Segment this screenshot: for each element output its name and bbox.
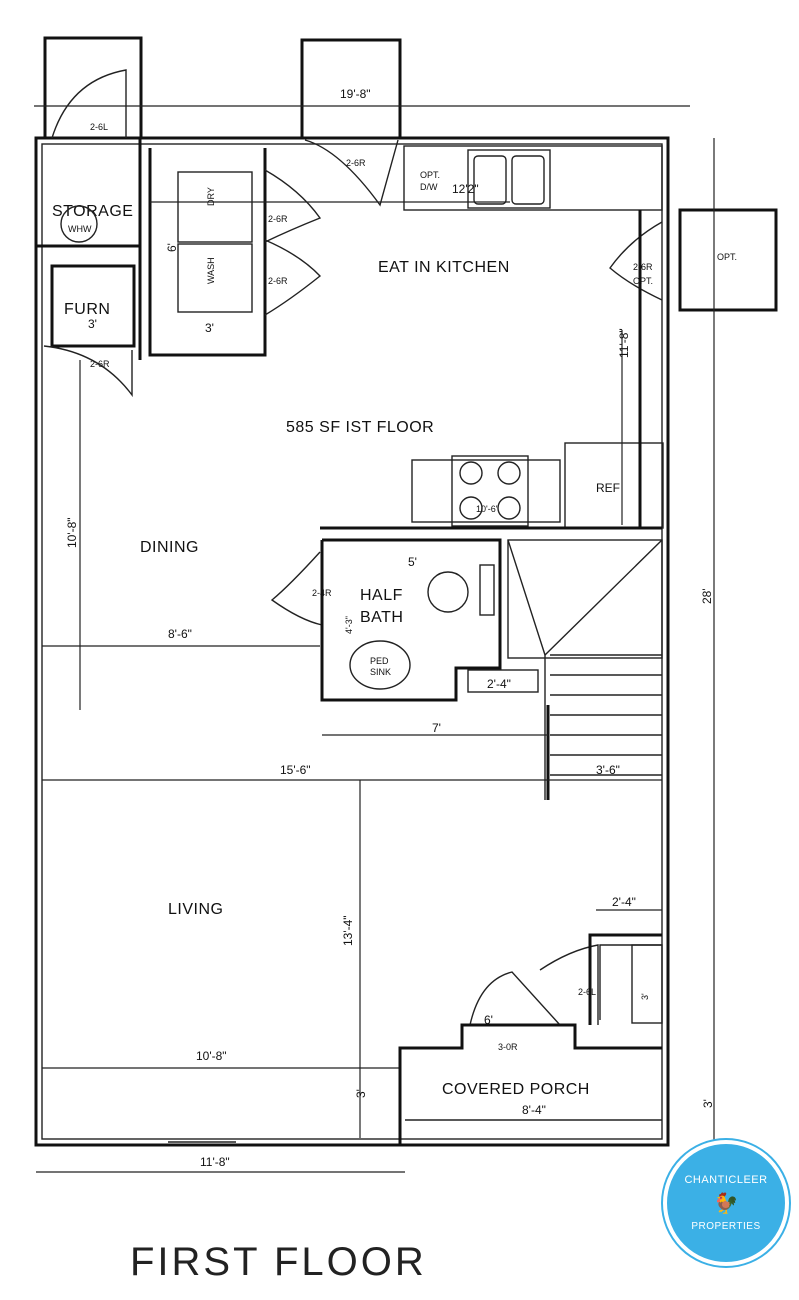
dim-laundry-w: 3': [205, 321, 214, 335]
door-label-2-6r-c: 2-6R: [90, 359, 110, 369]
porch-and-closet: [168, 933, 663, 1145]
dim-living-w: 10'-8": [196, 1049, 227, 1063]
room-label-ref: REF: [596, 481, 620, 495]
logo-line2: PROPERTIES: [691, 1221, 761, 1232]
dim-range: 10'-6": [476, 504, 499, 514]
exterior-walls: [34, 136, 670, 1147]
dim-closet-h: 3': [640, 993, 650, 1000]
door-label-2-6r-a: 2-6R: [268, 214, 288, 224]
room-label-dining: DINING: [140, 539, 199, 556]
dim-hall: 7': [432, 721, 441, 735]
room-label-furn: FURN: [64, 301, 110, 318]
half-bath-label-2: BATH: [360, 609, 403, 626]
door-label-2-6r-opt: 2-6R: [633, 262, 653, 272]
water-heater-icon: [60, 205, 98, 243]
dim-living-h: 13'-4": [341, 915, 355, 946]
dim-kitchen-counter: 12'2": [452, 182, 479, 196]
dim-full-width: 15'-6": [280, 763, 311, 777]
half-bath-label-1: HALF: [360, 587, 403, 604]
dim-porch-w: 8'-4": [522, 1103, 546, 1117]
door-label-2-6r-top: 2-6R: [346, 158, 366, 168]
washer-label: WASH: [206, 257, 216, 284]
door-label-3-0r: 3-0R: [498, 1042, 518, 1052]
room-label-porch: COVERED PORCH: [442, 1081, 590, 1098]
dim-bath-h: 4'-3": [344, 616, 354, 634]
dw-label: D/W: [420, 182, 438, 192]
rooster-icon: 🐓: [713, 1193, 739, 1215]
dim-kitchen-depth: 11'-8": [617, 328, 631, 358]
dim-dining-w: 8'-6": [168, 627, 192, 641]
page-title: FIRST FLOOR: [130, 1240, 427, 1284]
range-and-fridge: [411, 210, 664, 529]
dim-dining-h: 10'-8": [65, 517, 79, 548]
dim-bath-w: 5': [408, 555, 417, 569]
kitchen-counters: [150, 145, 663, 211]
door-swings: [43, 69, 663, 1026]
door-label-opt: OPT.: [633, 276, 653, 286]
ped-sink-label-2: SINK: [370, 667, 391, 677]
logo-line1: CHANTICLEER: [684, 1174, 768, 1186]
interior-walls-north: [36, 138, 267, 360]
dim-porch-opening: 6': [484, 1013, 493, 1027]
dw-label-opt: OPT.: [420, 170, 440, 180]
door-label-2-6r-b: 2-6R: [268, 276, 288, 286]
dim-closet-w: 2'-4": [612, 895, 636, 909]
dim-overall-depth: 28': [700, 588, 714, 604]
room-label-kitchen: EAT IN KITCHEN: [378, 259, 510, 276]
door-label-2-6l-top: 2-6L: [90, 122, 108, 132]
dim-closet: 2'-4": [487, 677, 511, 691]
opt-bumpout: [678, 208, 778, 312]
area-label: 585 SF IST FLOOR: [286, 419, 434, 436]
room-label-opt: OPT.: [717, 252, 737, 262]
dim-stair: 3'-6": [596, 763, 620, 777]
dimension-lines: [36, 138, 715, 1173]
dim-laundry-h: 6': [165, 243, 179, 252]
dim-furn: 3': [88, 317, 97, 331]
dryer-label: DRY: [206, 187, 216, 206]
dim-top-width: 19'-8": [340, 87, 371, 101]
top-entries: [43, 36, 402, 138]
stairs: [507, 539, 663, 800]
door-label-2-6l-porch: 2-6L: [578, 987, 596, 997]
dim-right-3: 3': [701, 1099, 715, 1108]
dim-bottom-width: 11'-8": [200, 1155, 230, 1169]
half-bath-walls: [320, 526, 662, 702]
door-label-2-4r: 2-4R: [312, 588, 332, 598]
chanticleer-logo: CHANTICLEER 🐓 PROPERTIES: [663, 1140, 789, 1266]
whw-label: WHW: [68, 224, 92, 234]
room-label-living: LIVING: [168, 901, 223, 918]
dim-porch-h: 3': [354, 1089, 368, 1098]
ped-sink-label-1: PED: [370, 656, 389, 666]
